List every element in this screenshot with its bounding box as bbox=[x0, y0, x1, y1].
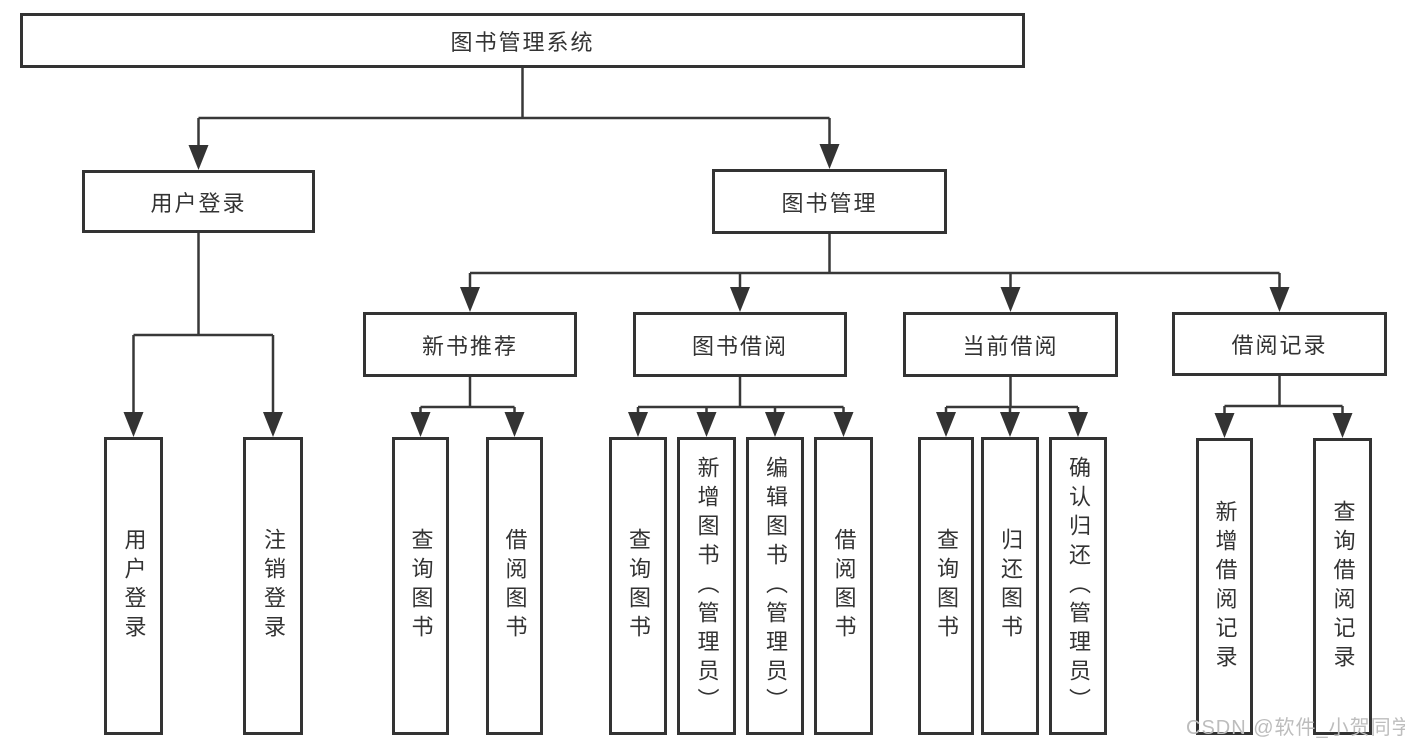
arrow-book-mgmt bbox=[819, 144, 840, 169]
leaf-edit-book: 编辑图书（管理员） bbox=[746, 437, 804, 735]
arrow-leaf-query1 bbox=[410, 412, 431, 437]
arrow-new-book-rec bbox=[460, 287, 480, 312]
leaf-add-record: 新增借阅记录 bbox=[1196, 438, 1253, 735]
leaf-logout: 注销登录 bbox=[243, 437, 303, 735]
arrow-leaf-confirm bbox=[1068, 412, 1088, 437]
arrow-leaf-return bbox=[1000, 412, 1020, 437]
leaf-return-book: 归还图书 bbox=[981, 437, 1039, 735]
arrow-user-login bbox=[188, 145, 209, 170]
leaf-confirm-return: 确认归还（管理员） bbox=[1049, 437, 1107, 735]
arrow-leaf-query2 bbox=[628, 412, 648, 437]
node-borrow-records: 借阅记录 bbox=[1172, 312, 1387, 376]
leaf-query-book-1: 查询图书 bbox=[392, 437, 449, 735]
csdn-watermark: CSDN @软件_小贺同学 bbox=[1186, 717, 1405, 739]
arrow-leaf-edit-book bbox=[765, 412, 785, 437]
leaf-add-book: 新增图书（管理员） bbox=[677, 437, 736, 735]
arrow-book-borrow bbox=[730, 287, 750, 312]
arrowheads bbox=[123, 144, 1353, 438]
node-current-borrow: 当前借阅 bbox=[903, 312, 1118, 377]
arrow-leaf-add-book bbox=[696, 412, 717, 437]
node-user-login: 用户登录 bbox=[82, 170, 315, 233]
node-book-borrow: 图书借阅 bbox=[633, 312, 847, 377]
arrow-leaf-logout bbox=[263, 412, 283, 437]
arrow-borrow-records bbox=[1269, 287, 1290, 312]
node-root: 图书管理系统 bbox=[20, 13, 1025, 68]
node-book-mgmt: 图书管理 bbox=[712, 169, 947, 234]
arrow-leaf-borrow1 bbox=[504, 412, 525, 437]
leaf-query-book-2: 查询图书 bbox=[609, 437, 667, 735]
leaf-borrow-book-1: 借阅图书 bbox=[486, 437, 543, 735]
node-new-book-rec: 新书推荐 bbox=[363, 312, 577, 377]
leaf-query-record: 查询借阅记录 bbox=[1313, 438, 1372, 735]
arrow-leaf-user-login bbox=[123, 412, 144, 437]
leaf-user-login: 用户登录 bbox=[104, 437, 163, 735]
leaf-borrow-book-2: 借阅图书 bbox=[814, 437, 873, 735]
arrow-leaf-query3 bbox=[936, 412, 956, 437]
arrow-leaf-add-record bbox=[1214, 413, 1235, 438]
arrow-leaf-borrow2 bbox=[833, 412, 854, 437]
arrow-current-borrow bbox=[1000, 287, 1021, 312]
arrow-leaf-query-record bbox=[1332, 413, 1353, 438]
leaf-query-book-3: 查询图书 bbox=[918, 437, 974, 735]
